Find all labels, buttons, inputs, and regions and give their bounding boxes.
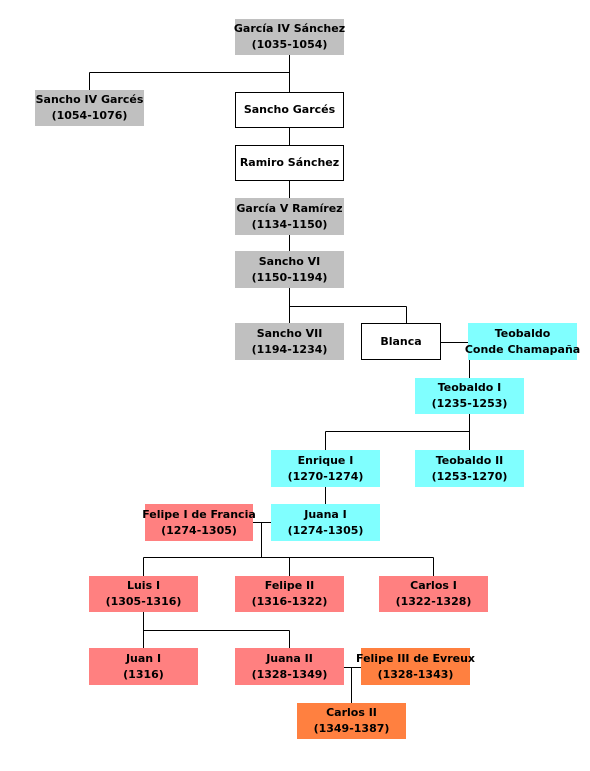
node-juan-i: Juan I (1316) xyxy=(89,648,198,685)
node-years: (1328-1349) xyxy=(251,667,328,681)
node-name: Sancho VI xyxy=(258,254,321,268)
node-name: Felipe I de Francia xyxy=(142,507,256,521)
node-name: Blanca xyxy=(380,334,422,348)
node-luis-i: Luis I (1305-1316) xyxy=(89,576,198,612)
node-felipe-ii: Felipe II (1316-1322) xyxy=(235,576,344,612)
node-years: (1316-1322) xyxy=(251,595,328,608)
node-name: Carlos II xyxy=(326,706,377,719)
node-name: Luis I xyxy=(126,579,161,592)
node-name: Sancho VII xyxy=(256,326,323,340)
node-years: (1274-1305) xyxy=(161,523,237,537)
node-name: Juan I xyxy=(125,651,162,665)
node-blanca: Blanca xyxy=(361,323,441,360)
node-years: (1134-1150) xyxy=(251,217,328,231)
node-juana-i: Juana I (1274-1305) xyxy=(271,504,380,541)
node-carlos-i: Carlos I (1322-1328) xyxy=(379,576,488,612)
node-years: (1316) xyxy=(123,667,164,681)
node-years: (1270-1274) xyxy=(287,469,364,483)
node-sancho-vii: Sancho VII (1194-1234) xyxy=(235,323,344,360)
node-name: García IV Sánchez xyxy=(233,22,346,35)
node-years: (1253-1270) xyxy=(431,469,508,483)
node-name: Carlos I xyxy=(410,579,457,592)
node-years: (1054-1076) xyxy=(51,109,128,122)
node-sancho-garces: Sancho Garcés xyxy=(235,92,344,128)
node-name: Teobaldo II xyxy=(435,453,504,467)
node-enrique-i: Enrique I (1270-1274) xyxy=(271,450,380,487)
node-ramiro-sanchez: Ramiro Sánchez xyxy=(235,145,344,181)
node-years: (1150-1194) xyxy=(251,270,328,284)
node-sancho-iv: Sancho IV Garcés (1054-1076) xyxy=(35,90,144,126)
node-juana-ii: Juana II (1328-1349) xyxy=(235,648,344,685)
node-teobaldo-conde: Teobaldo Conde Chamapaña xyxy=(464,323,581,360)
node-garcia-iv: García IV Sánchez (1035-1054) xyxy=(233,19,346,55)
node-years: (1349-1387) xyxy=(313,722,390,735)
connector-sancho6-children xyxy=(289,288,407,323)
connector-teobaldo1-children xyxy=(325,414,470,450)
node-years: (1305-1316) xyxy=(105,595,182,608)
node-name: Juana I xyxy=(304,507,347,521)
node-name: Enrique I xyxy=(297,453,354,467)
node-felipe-iii: Felipe III de Evreux (1328-1343) xyxy=(356,648,475,685)
node-teobaldo-i: Teobaldo I (1235-1253) xyxy=(415,378,524,414)
node-name: Felipe III de Evreux xyxy=(356,651,476,665)
node-teobaldo-ii: Teobaldo II (1253-1270) xyxy=(415,450,524,487)
connector-luis1-children xyxy=(143,612,290,648)
node-carlos-ii: Carlos II (1349-1387) xyxy=(297,703,406,739)
node-felipe-i: Felipe I de Francia (1274-1305) xyxy=(142,504,256,541)
connector-marriage-children xyxy=(143,522,434,576)
node-years: (1035-1054) xyxy=(251,38,328,51)
node-garcia-v: García V Ramírez (1134-1150) xyxy=(235,198,344,235)
connector-garcia4-children xyxy=(89,55,290,92)
node-years: (1194-1234) xyxy=(251,342,328,356)
node-sancho-vi: Sancho VI (1150-1194) xyxy=(235,251,344,288)
node-name: Teobaldo xyxy=(494,326,551,340)
node-years: (1274-1305) xyxy=(287,523,364,537)
node-name: Sancho IV Garcés xyxy=(35,93,144,106)
node-name: Felipe II xyxy=(264,579,315,592)
node-name: Ramiro Sánchez xyxy=(239,156,340,169)
node-name: Sancho Garcés xyxy=(243,103,336,116)
node-years: (1322-1328) xyxy=(395,595,472,608)
node-name: García V Ramírez xyxy=(236,201,343,215)
node-years: (1328-1343) xyxy=(377,667,454,681)
node-title: Conde Chamapaña xyxy=(464,342,581,356)
node-name: Juana II xyxy=(266,651,313,665)
node-name: Teobaldo I xyxy=(437,381,502,394)
node-years: (1235-1253) xyxy=(431,397,508,410)
